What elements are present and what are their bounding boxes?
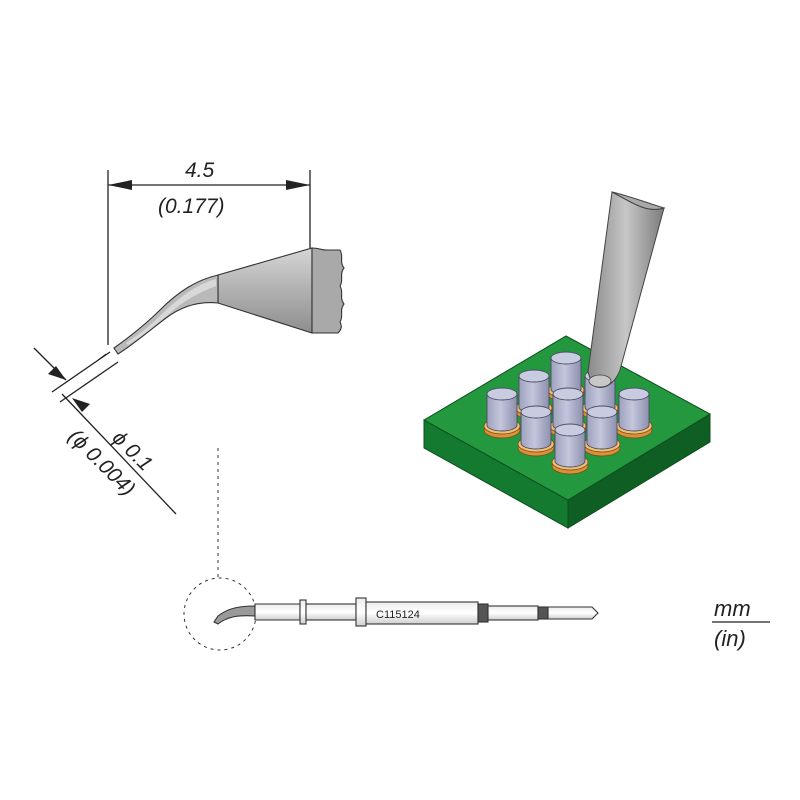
soldering-tip-3d (587, 191, 666, 388)
bga-component (517, 405, 555, 457)
length-dimension: 4.5 (0.177) (107, 159, 311, 345)
length-in-label: (0.177) (158, 195, 225, 218)
full-tip-view: C115124 (183, 577, 599, 651)
length-mm-label: 4.5 (185, 159, 215, 182)
bga-component (551, 423, 589, 475)
bga-component (583, 405, 621, 457)
units-in: (in) (714, 626, 746, 651)
part-number-label: C115124 (376, 609, 420, 621)
units-mm: mm (714, 596, 751, 621)
pcb-illustration (422, 191, 712, 529)
tip-closeup (97, 247, 345, 361)
diameter-dimension: ϕ 0.1 (ϕ 0.004) (33, 347, 177, 515)
bga-component (615, 387, 653, 439)
bga-components (483, 351, 653, 475)
bga-component (483, 387, 521, 439)
units-legend: mm (in) (712, 596, 770, 651)
